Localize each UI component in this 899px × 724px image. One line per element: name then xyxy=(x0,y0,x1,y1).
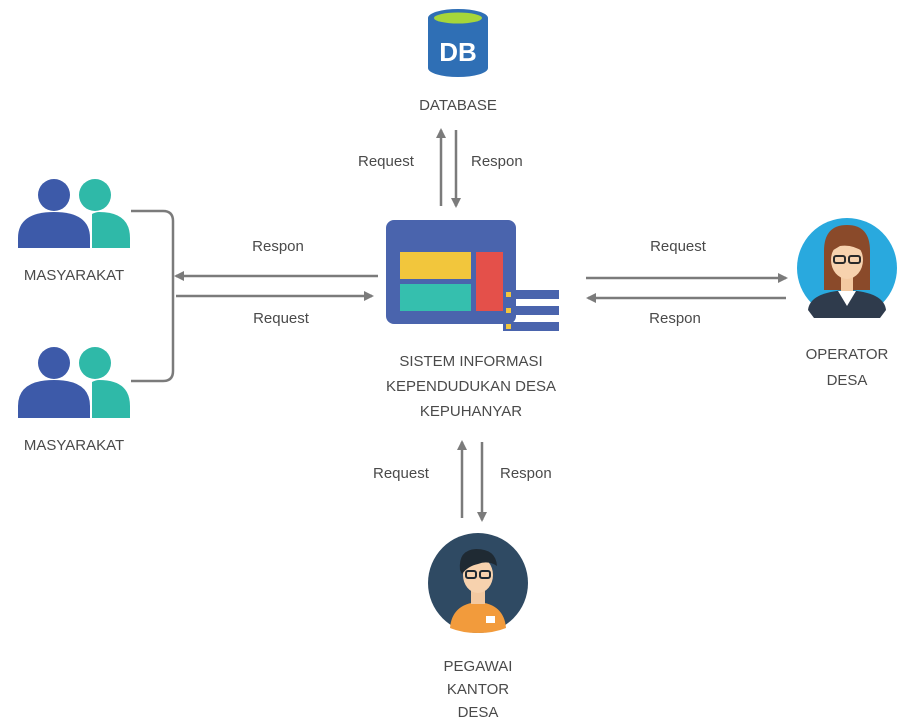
pegawai-label: PEGAWAI KANTOR DESA xyxy=(443,658,513,721)
users-icon xyxy=(18,179,130,248)
arrow-db-respon-label: Respon xyxy=(471,153,523,170)
users-icon xyxy=(18,347,130,418)
masyarakat-bracket xyxy=(131,209,175,383)
arrow-left-request-label: Request xyxy=(253,310,309,327)
arrow-left-respon-label: Respon xyxy=(252,238,304,255)
database-label: DATABASE xyxy=(419,97,497,114)
system-label: SISTEM INFORMASI KEPENDUDUKAN DESA KEPUH… xyxy=(385,353,557,420)
arrow-bottom-request-label: Request xyxy=(373,465,429,482)
operator-avatar-icon xyxy=(797,218,897,318)
arrow-db-request-label: Request xyxy=(358,153,414,170)
arrow-bottom-respon-label: Respon xyxy=(500,465,552,482)
masyarakat-label-2: MASYARAKAT xyxy=(23,437,125,454)
arrow-right-respon-label: Respon xyxy=(649,310,701,327)
pegawai-avatar-icon xyxy=(428,533,528,633)
masyarakat-label-1: MASYARAKAT xyxy=(23,267,125,284)
system-panel-icon xyxy=(386,220,559,331)
arrow-right-request-label: Request xyxy=(650,238,706,255)
operator-label: OPERATOR DESA xyxy=(805,346,889,389)
database-icon: DB xyxy=(428,9,488,77)
database-icon-text: DB xyxy=(439,37,477,67)
